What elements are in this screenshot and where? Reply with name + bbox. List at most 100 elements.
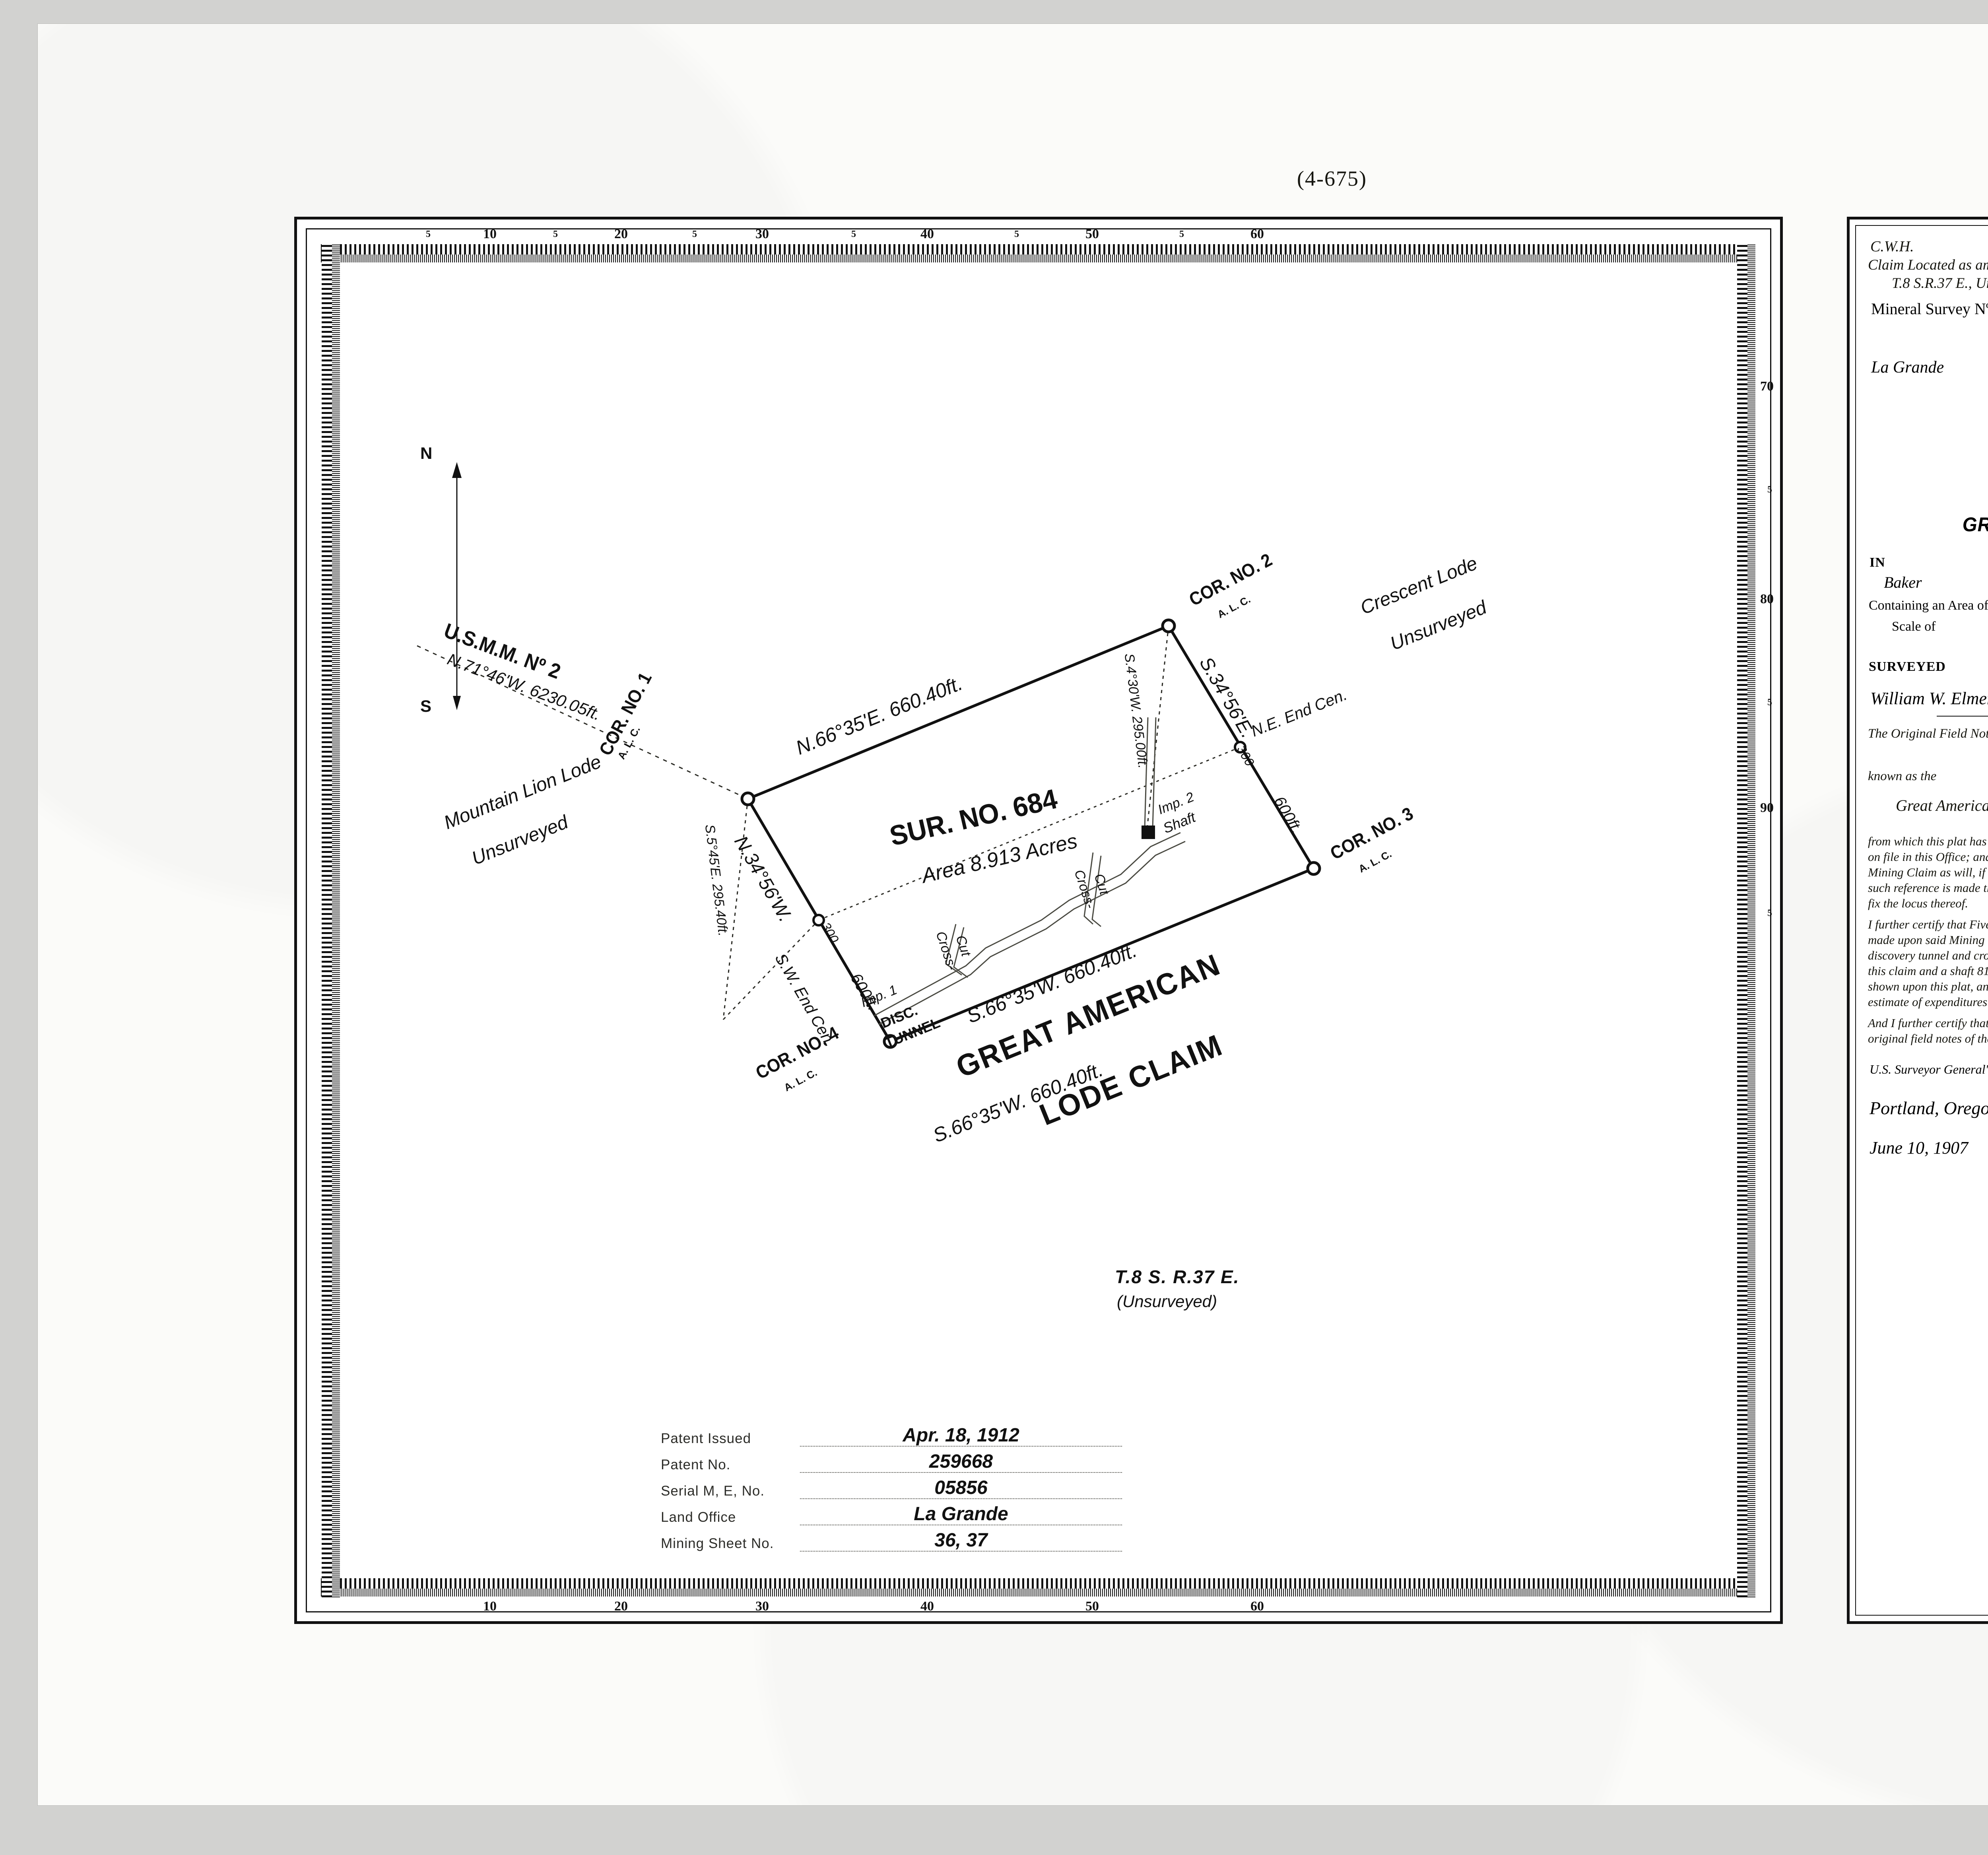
ruler-label-right-90: 90: [1760, 800, 1774, 815]
patent-row-value[interactable]: 259668: [800, 1452, 1122, 1473]
patent-row: Serial M, E, No. 05856: [661, 1473, 1122, 1499]
patent-row: Patent Issued Apr. 18, 1912: [661, 1420, 1122, 1447]
surveyed-label: SURVEYED: [1869, 659, 1946, 674]
cert-initials: C.W.H.: [1870, 238, 1914, 255]
ruler-label-top-20: 20: [614, 227, 628, 241]
ruler-label-right-80: 80: [1760, 592, 1774, 606]
certificate-panel: C.W.H. Claim Located as amended, Februar…: [1847, 217, 1988, 1624]
area-label: Containing an Area of: [1869, 598, 1988, 613]
cert-paragraph-1: from which this plat has been made under…: [1868, 834, 1988, 910]
patent-row-label: Patent Issued: [661, 1431, 751, 1446]
mineral-survey-row: Mineral Survey Nº 684: [1871, 296, 1988, 319]
patent-row-label: Serial M, E, No.: [661, 1483, 765, 1499]
patent-row-value[interactable]: 05856: [800, 1478, 1122, 1499]
ruler-ticks-fine: [321, 254, 1756, 262]
ruler-label-bot-30: 30: [755, 1599, 769, 1614]
surveyed-row: SURVEYED February 25 - March 2 1907 BY: [1869, 656, 1988, 675]
ruler-label-top-60: 60: [1250, 227, 1264, 241]
ruler-label-top-10: 10: [483, 227, 497, 241]
compass-north-label: N: [420, 444, 433, 462]
plat-title: PLAT: [1868, 384, 1988, 428]
patent-row-value[interactable]: La Grande: [800, 1505, 1122, 1525]
patent-row-label: Land Office: [661, 1509, 736, 1525]
surveyor-name: William W. Elmer: [1870, 689, 1988, 708]
cert-township-line: T.8 S.R.37 E., Unsurveyed: [1892, 275, 1988, 291]
signature-block: U.S. Surveyor General's Office, Portland…: [1868, 1062, 1988, 1177]
map-inner-border: [306, 228, 1771, 1612]
map-drawing-field: N S: [326, 248, 1751, 1593]
ruler-label-top-5a: 5: [426, 229, 431, 239]
ruler-label-bot-50: 50: [1085, 1599, 1099, 1614]
ruler-label-right-5b: 5: [1767, 697, 1772, 708]
patent-row: Patent No. 259668: [661, 1447, 1122, 1473]
cert-located-line: Claim Located as amended, February 12, 1…: [1868, 257, 1988, 273]
ruler-label-top-5d: 5: [851, 229, 856, 239]
scale-ruler-right: [1737, 243, 1755, 1597]
ruler-label-bot-10: 10: [483, 1599, 497, 1614]
cert-paragraph-2: I further certify that Five Hundred Doll…: [1868, 917, 1988, 1009]
county-value: Baker: [1884, 573, 1922, 591]
section-divider: [1937, 714, 1988, 718]
claim-geometry: [417, 618, 1321, 1049]
cert-paragraph-3: And I further certify that this is a cor…: [1868, 1016, 1988, 1046]
patent-row-value[interactable]: Apr. 18, 1912: [800, 1426, 1122, 1447]
patent-row-label: Mining Sheet No.: [661, 1536, 774, 1551]
scale-label: Scale of: [1892, 619, 1936, 634]
patent-info-block: Patent Issued Apr. 18, 1912 Patent No. 2…: [661, 1420, 1122, 1552]
ruler-label-bot-40: 40: [920, 1599, 934, 1614]
county-row: Baker COUNTY, Oregon: [1884, 573, 1988, 592]
shaft-marker: [1142, 826, 1155, 839]
fieldnotes-claim-name: Great American Lode Claim: [1896, 796, 1988, 814]
patent-row-value[interactable]: 36, 37: [800, 1531, 1122, 1552]
compass-south-label: S: [420, 697, 432, 715]
patent-row-label: Patent No.: [661, 1457, 731, 1472]
surveyor-row: William W. Elmer U.S. Deputy Mineral Sur…: [1870, 688, 1988, 709]
map-frame: 5 10 5 20 5 30 5 40 5 50 5 60 10 20 30 4…: [294, 217, 1783, 1624]
office-city: Portland, Oregon: [1870, 1098, 1988, 1119]
ruler-label-top-50: 50: [1085, 227, 1099, 241]
ruler-label-right-5c: 5: [1767, 908, 1772, 919]
ruler-label-right-70: 70: [1760, 379, 1774, 394]
area-row: Containing an Area of 8.913 Acres.: [1869, 595, 1988, 614]
ruler-label-top-5f: 5: [1179, 229, 1184, 239]
fieldnotes-claimant: H.A. Graves: [1868, 745, 1988, 765]
ruler-ticks-fine: [1747, 243, 1755, 1597]
north-arrow-icon: [452, 462, 462, 710]
land-district-row: La Grande Land District.: [1871, 358, 1988, 377]
in-label: IN: [1870, 555, 1885, 570]
scale-ruler-left: [322, 243, 340, 1597]
mineral-survey-label: Mineral Survey Nº: [1871, 300, 1988, 318]
office-date-text: June 10: [1870, 1138, 1925, 1158]
ruler-ticks-fine: [321, 1589, 1756, 1597]
ruler-ticks-fine: [332, 243, 340, 1597]
patent-row: Mining Sheet No. 36, 37: [661, 1525, 1122, 1552]
known-as-label: known as the: [1868, 769, 1937, 783]
certificate-inner: C.W.H. Claim Located as amended, Februar…: [1855, 225, 1988, 1616]
claimant-name: H.A. Graves,: [1868, 456, 1988, 480]
office-column: U.S. Surveyor General's Office, Portland…: [1870, 1062, 1988, 1158]
office-date: June 10, 1907: [1870, 1138, 1988, 1158]
patent-row: Land Office La Grande: [661, 1499, 1122, 1525]
scale-ruler-top: [321, 244, 1756, 262]
township-label: T.8 S. R.37 E.: [1115, 1266, 1240, 1287]
variation-row: Variation 20°30' E.: [1868, 637, 1988, 652]
known-as-the-label: KNOWN AS THE: [1868, 482, 1988, 497]
page-code: (4-675): [1297, 167, 1367, 190]
ruler-label-bot-20: 20: [614, 1599, 628, 1614]
ruler-label-top-5b: 5: [553, 229, 558, 239]
ruler-label-top-30: 30: [755, 227, 769, 241]
lot-no-label: Lₒᴛ· Nº: [1868, 336, 1988, 355]
ruler-label-top-40: 40: [920, 227, 934, 241]
township-sublabel: (Unsurveyed): [1117, 1292, 1217, 1311]
ruler-label-bot-60: 60: [1250, 1599, 1264, 1614]
office-line: U.S. Surveyor General's Office,: [1870, 1062, 1988, 1077]
cert-claim-name: GREAT AMERICAN LODE CLAIM: [1962, 513, 1988, 536]
district-row: IN No Organized MINING DISTRICT,: [1870, 552, 1988, 571]
ruler-label-right-5a: 5: [1767, 484, 1772, 495]
land-district-value: La Grande: [1871, 358, 1944, 377]
ruler-label-top-5c: 5: [692, 229, 697, 239]
of-the-claim-of-label: OF THE CLAIM OF: [1868, 430, 1988, 445]
ruler-label-top-5e: 5: [1014, 229, 1019, 239]
office-year-text: , 1907: [1924, 1138, 1969, 1158]
